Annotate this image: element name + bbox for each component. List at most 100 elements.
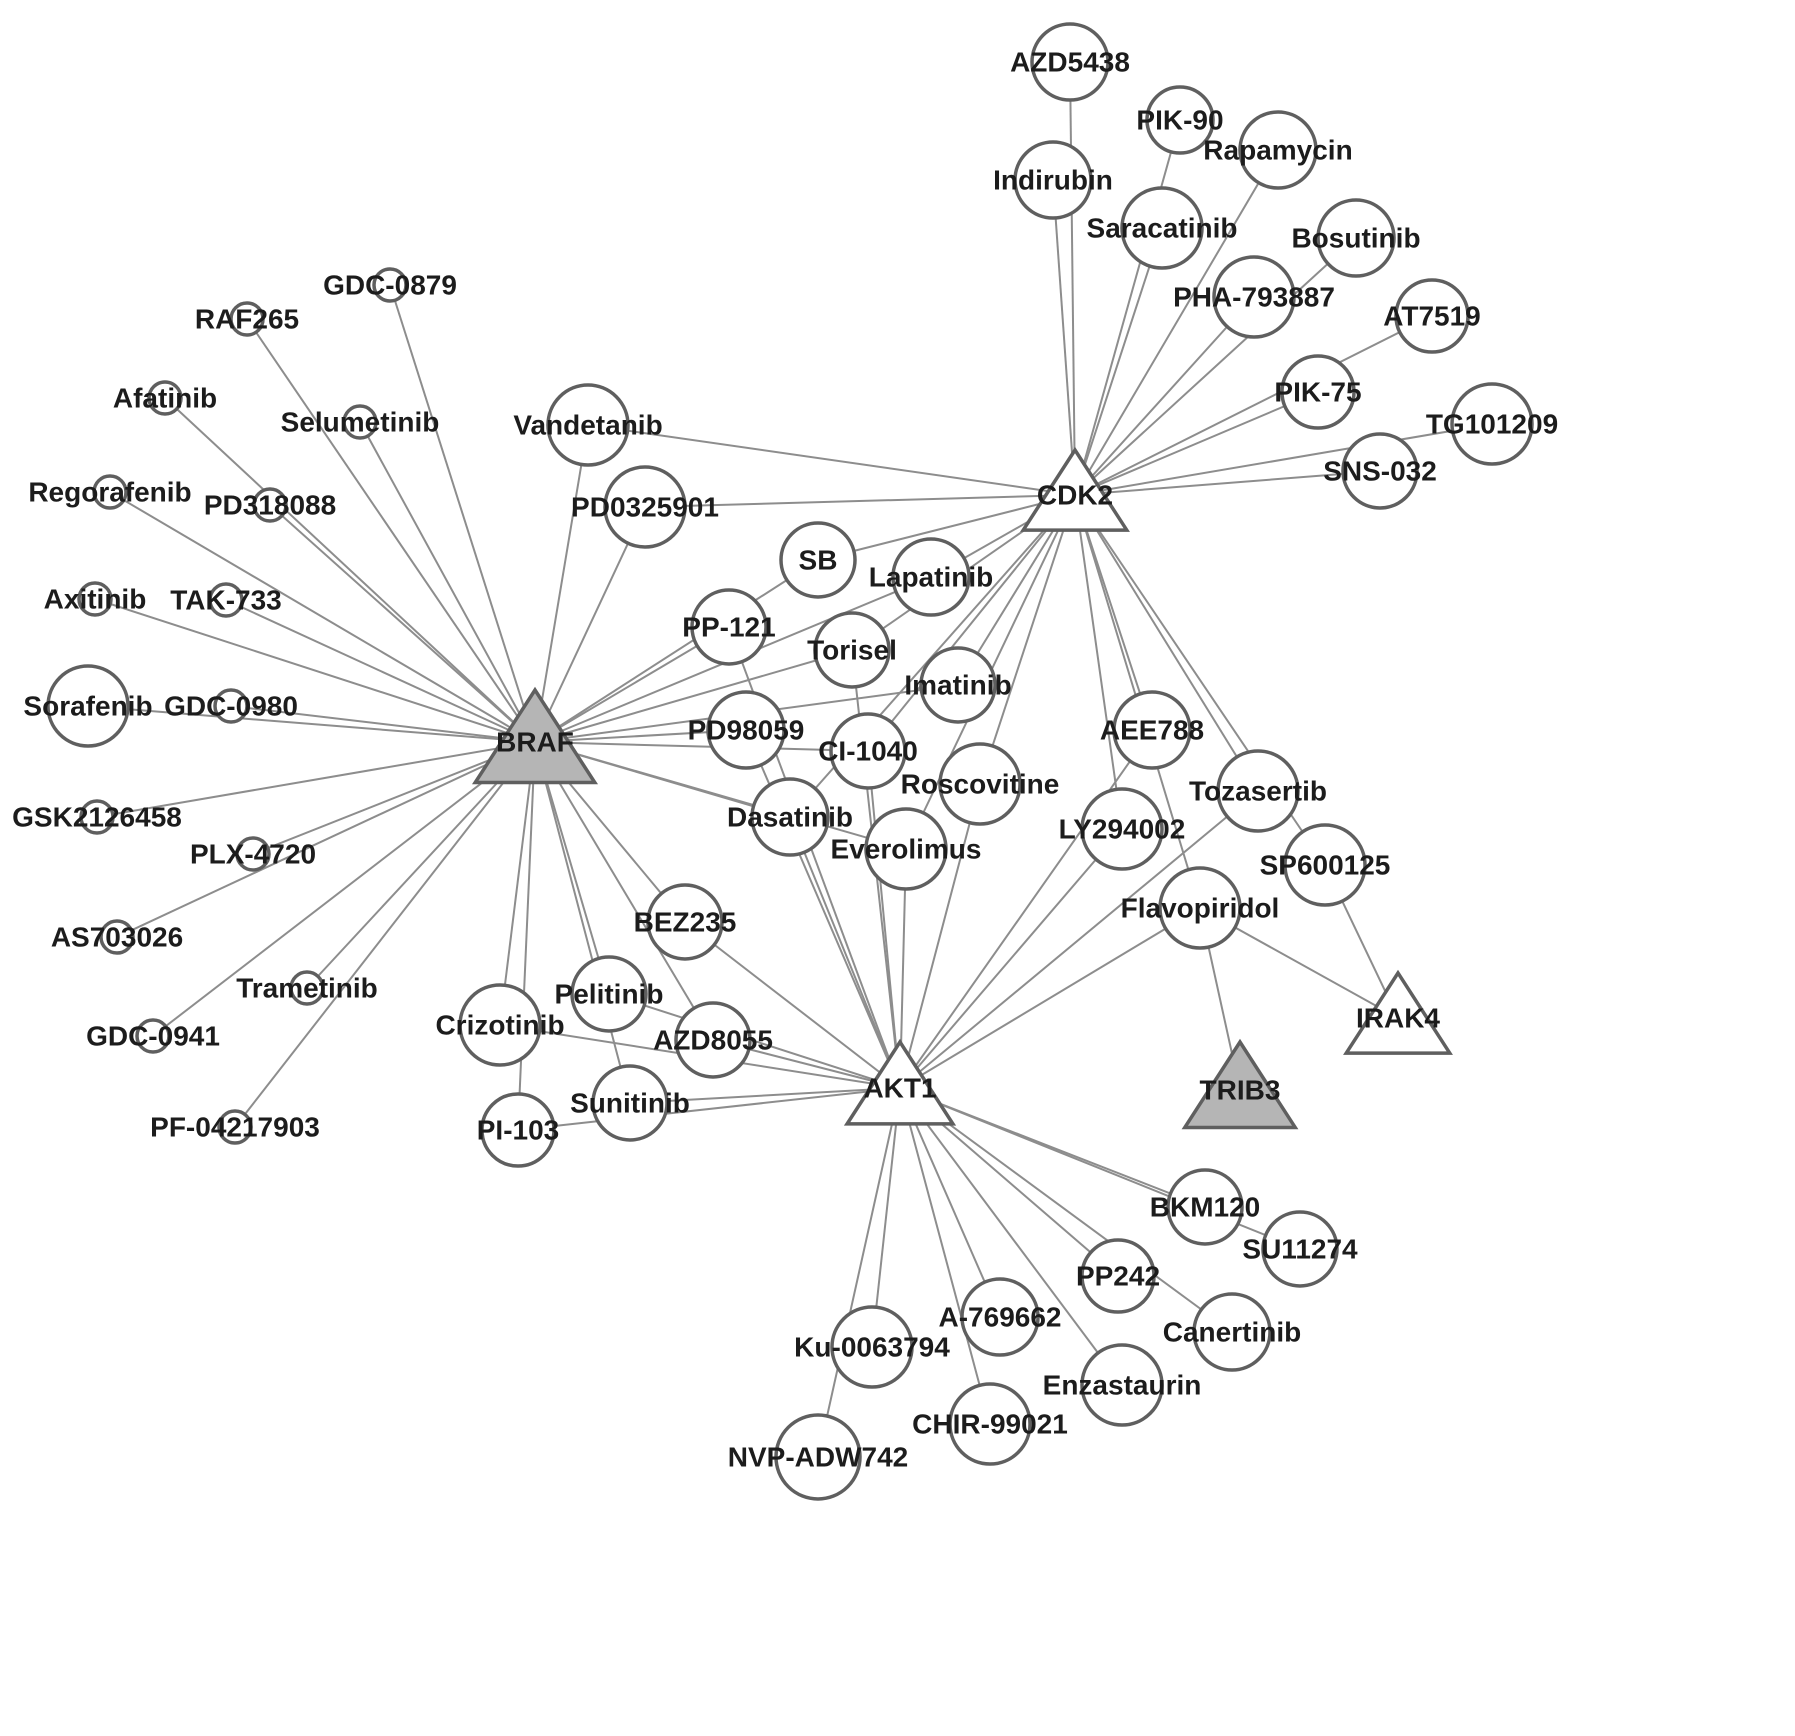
node-label-lapatinib: Lapatinib bbox=[869, 562, 993, 593]
drug-node-tozasertib bbox=[1216, 749, 1300, 833]
drug-node-pd0325901 bbox=[603, 465, 687, 549]
drug-node-pf04217903 bbox=[217, 1109, 253, 1145]
node-label-cdk2: CDK2 bbox=[1037, 480, 1113, 511]
drug-node-azd5438 bbox=[1030, 22, 1110, 102]
drug-node-saracatinib bbox=[1120, 186, 1204, 270]
drug-node-at7519 bbox=[1394, 278, 1470, 354]
edge-braf-as703026 bbox=[116, 741, 536, 938]
edge-akt1-chir99021 bbox=[899, 1087, 991, 1425]
drug-node-pik90 bbox=[1145, 85, 1215, 155]
drug-node-azd8055 bbox=[674, 1001, 752, 1079]
drug-node-ku0063794 bbox=[830, 1305, 914, 1389]
edge-braf-sorafenib bbox=[87, 705, 536, 743]
node-label-pd318088: PD318088 bbox=[204, 490, 336, 521]
edge-cdk2-at7519 bbox=[1074, 315, 1433, 496]
node-label-gdc0980: GDC-0980 bbox=[164, 691, 298, 722]
node-label-vandetanib: Vandetanib bbox=[513, 410, 662, 441]
edge-braf-azd8055 bbox=[534, 741, 714, 1041]
node-label-ly294002: LY294002 bbox=[1059, 814, 1186, 845]
node-label-azd8055: AZD8055 bbox=[653, 1025, 773, 1056]
node-label-at7519: AT7519 bbox=[1383, 301, 1481, 332]
edge-cdk2-saracatinib bbox=[1074, 227, 1163, 496]
drug-node-imatinib bbox=[919, 646, 997, 724]
edge-braf-tak733 bbox=[225, 599, 536, 743]
node-label-raf265: RAF265 bbox=[195, 304, 299, 335]
node-label-pf04217903: PF-04217903 bbox=[150, 1112, 320, 1143]
node-label-bkm120: BKM120 bbox=[1150, 1192, 1260, 1223]
node-label-irak4: IRAK4 bbox=[1356, 1003, 1440, 1034]
drug-node-gdc0980 bbox=[213, 688, 249, 724]
kinase-node-braf bbox=[471, 686, 599, 785]
edge-akt1-tozasertib bbox=[899, 790, 1259, 1089]
node-label-gsk2126458: GSK2126458 bbox=[12, 802, 182, 833]
edge-akt1-ly294002 bbox=[899, 828, 1123, 1089]
edge-braf-pd0325901 bbox=[534, 506, 646, 743]
node-label-bez235: BEZ235 bbox=[634, 907, 737, 938]
edge-cdk2-pd0325901 bbox=[644, 494, 1076, 508]
node-label-canertinib: Canertinib bbox=[1163, 1317, 1301, 1348]
node-label-sunitinib: Sunitinib bbox=[570, 1088, 690, 1119]
node-label-sns032: SNS-032 bbox=[1323, 456, 1437, 487]
edge-akt1-flavopiridol bbox=[899, 907, 1201, 1089]
drug-node-regorafenib bbox=[92, 474, 128, 510]
edge-akt1-enzastaurin bbox=[899, 1087, 1123, 1386]
edge-braf-gdc0879 bbox=[389, 284, 536, 743]
node-label-tak733: TAK-733 bbox=[170, 585, 282, 616]
node-label-chir99021: CHIR-99021 bbox=[912, 1409, 1068, 1440]
drug-node-roscovitine bbox=[938, 742, 1022, 826]
edge-cdk2-tg101209 bbox=[1074, 423, 1493, 496]
edge-braf-everolimus bbox=[534, 741, 907, 850]
drug-node-aee788 bbox=[1112, 690, 1192, 770]
edge-cdk2-ly294002 bbox=[1074, 494, 1123, 830]
node-label-ci1040: CI-1040 bbox=[818, 736, 918, 767]
node-label-nvpadw742: NVP-ADW742 bbox=[728, 1442, 908, 1473]
drug-node-vandetanib bbox=[546, 383, 630, 467]
node-label-enzastaurin: Enzastaurin bbox=[1043, 1370, 1202, 1401]
drug-node-axitinib bbox=[77, 581, 113, 617]
drug-node-ly294002 bbox=[1080, 787, 1164, 871]
node-label-afatinib: Afatinib bbox=[113, 383, 217, 414]
edge-cdk2-rapamycin bbox=[1074, 149, 1279, 496]
drug-node-pelitinib bbox=[570, 955, 648, 1033]
drug-node-nvpadw742 bbox=[774, 1413, 862, 1501]
drug-node-flavopiridol bbox=[1158, 866, 1242, 950]
node-shape-layer bbox=[46, 22, 1534, 1501]
edge-braf-raf265 bbox=[246, 318, 536, 743]
node-label-aee788: AEE788 bbox=[1100, 715, 1204, 746]
edge-braf-gsk2126458 bbox=[96, 741, 536, 818]
drug-node-as703026 bbox=[99, 919, 135, 955]
edge-cdk2-pha793887 bbox=[1074, 296, 1255, 496]
drug-node-pp242 bbox=[1080, 1238, 1156, 1314]
drug-node-bosutinib bbox=[1316, 198, 1396, 278]
drug-node-raf265 bbox=[229, 301, 265, 337]
node-label-pik90: PIK-90 bbox=[1136, 105, 1223, 136]
edge-cdk2-azd5438 bbox=[1069, 61, 1076, 496]
drug-node-canertinib bbox=[1192, 1292, 1272, 1372]
edge-braf-axitinib bbox=[94, 598, 536, 743]
drug-node-pd98059 bbox=[706, 690, 786, 770]
edge-cdk2-roscovitine bbox=[979, 494, 1076, 785]
edge-akt1-sunitinib bbox=[629, 1087, 901, 1104]
edge-akt1-canertinib bbox=[899, 1087, 1233, 1333]
drug-node-pp121 bbox=[690, 588, 768, 666]
edge-akt1-roscovitine bbox=[899, 783, 981, 1089]
drug-node-ci1040 bbox=[829, 712, 907, 790]
edge-cdk2-indirubin bbox=[1052, 179, 1076, 496]
node-label-pha793887: PHA-793887 bbox=[1173, 282, 1335, 313]
kinase-node-irak4 bbox=[1343, 969, 1453, 1055]
edge-cdk2-pik75 bbox=[1074, 391, 1319, 496]
drug-node-gsk2126458 bbox=[79, 799, 115, 835]
drug-node-tak733 bbox=[208, 582, 244, 618]
kinase-node-cdk2 bbox=[1020, 446, 1130, 532]
edge-braf-crizotinib bbox=[499, 741, 536, 1026]
drug-node-torisel bbox=[813, 611, 891, 689]
node-label-pelitinib: Pelitinib bbox=[555, 979, 664, 1010]
edge-braf-afatinib bbox=[164, 397, 536, 743]
drug-node-sb bbox=[779, 521, 857, 599]
node-label-tozasertib: Tozasertib bbox=[1189, 776, 1327, 807]
edge-akt1-dasatinib bbox=[789, 816, 901, 1089]
edge-akt1-pi103 bbox=[517, 1087, 901, 1131]
drug-node-indirubin bbox=[1013, 140, 1093, 220]
drug-node-tg101209 bbox=[1450, 382, 1534, 466]
